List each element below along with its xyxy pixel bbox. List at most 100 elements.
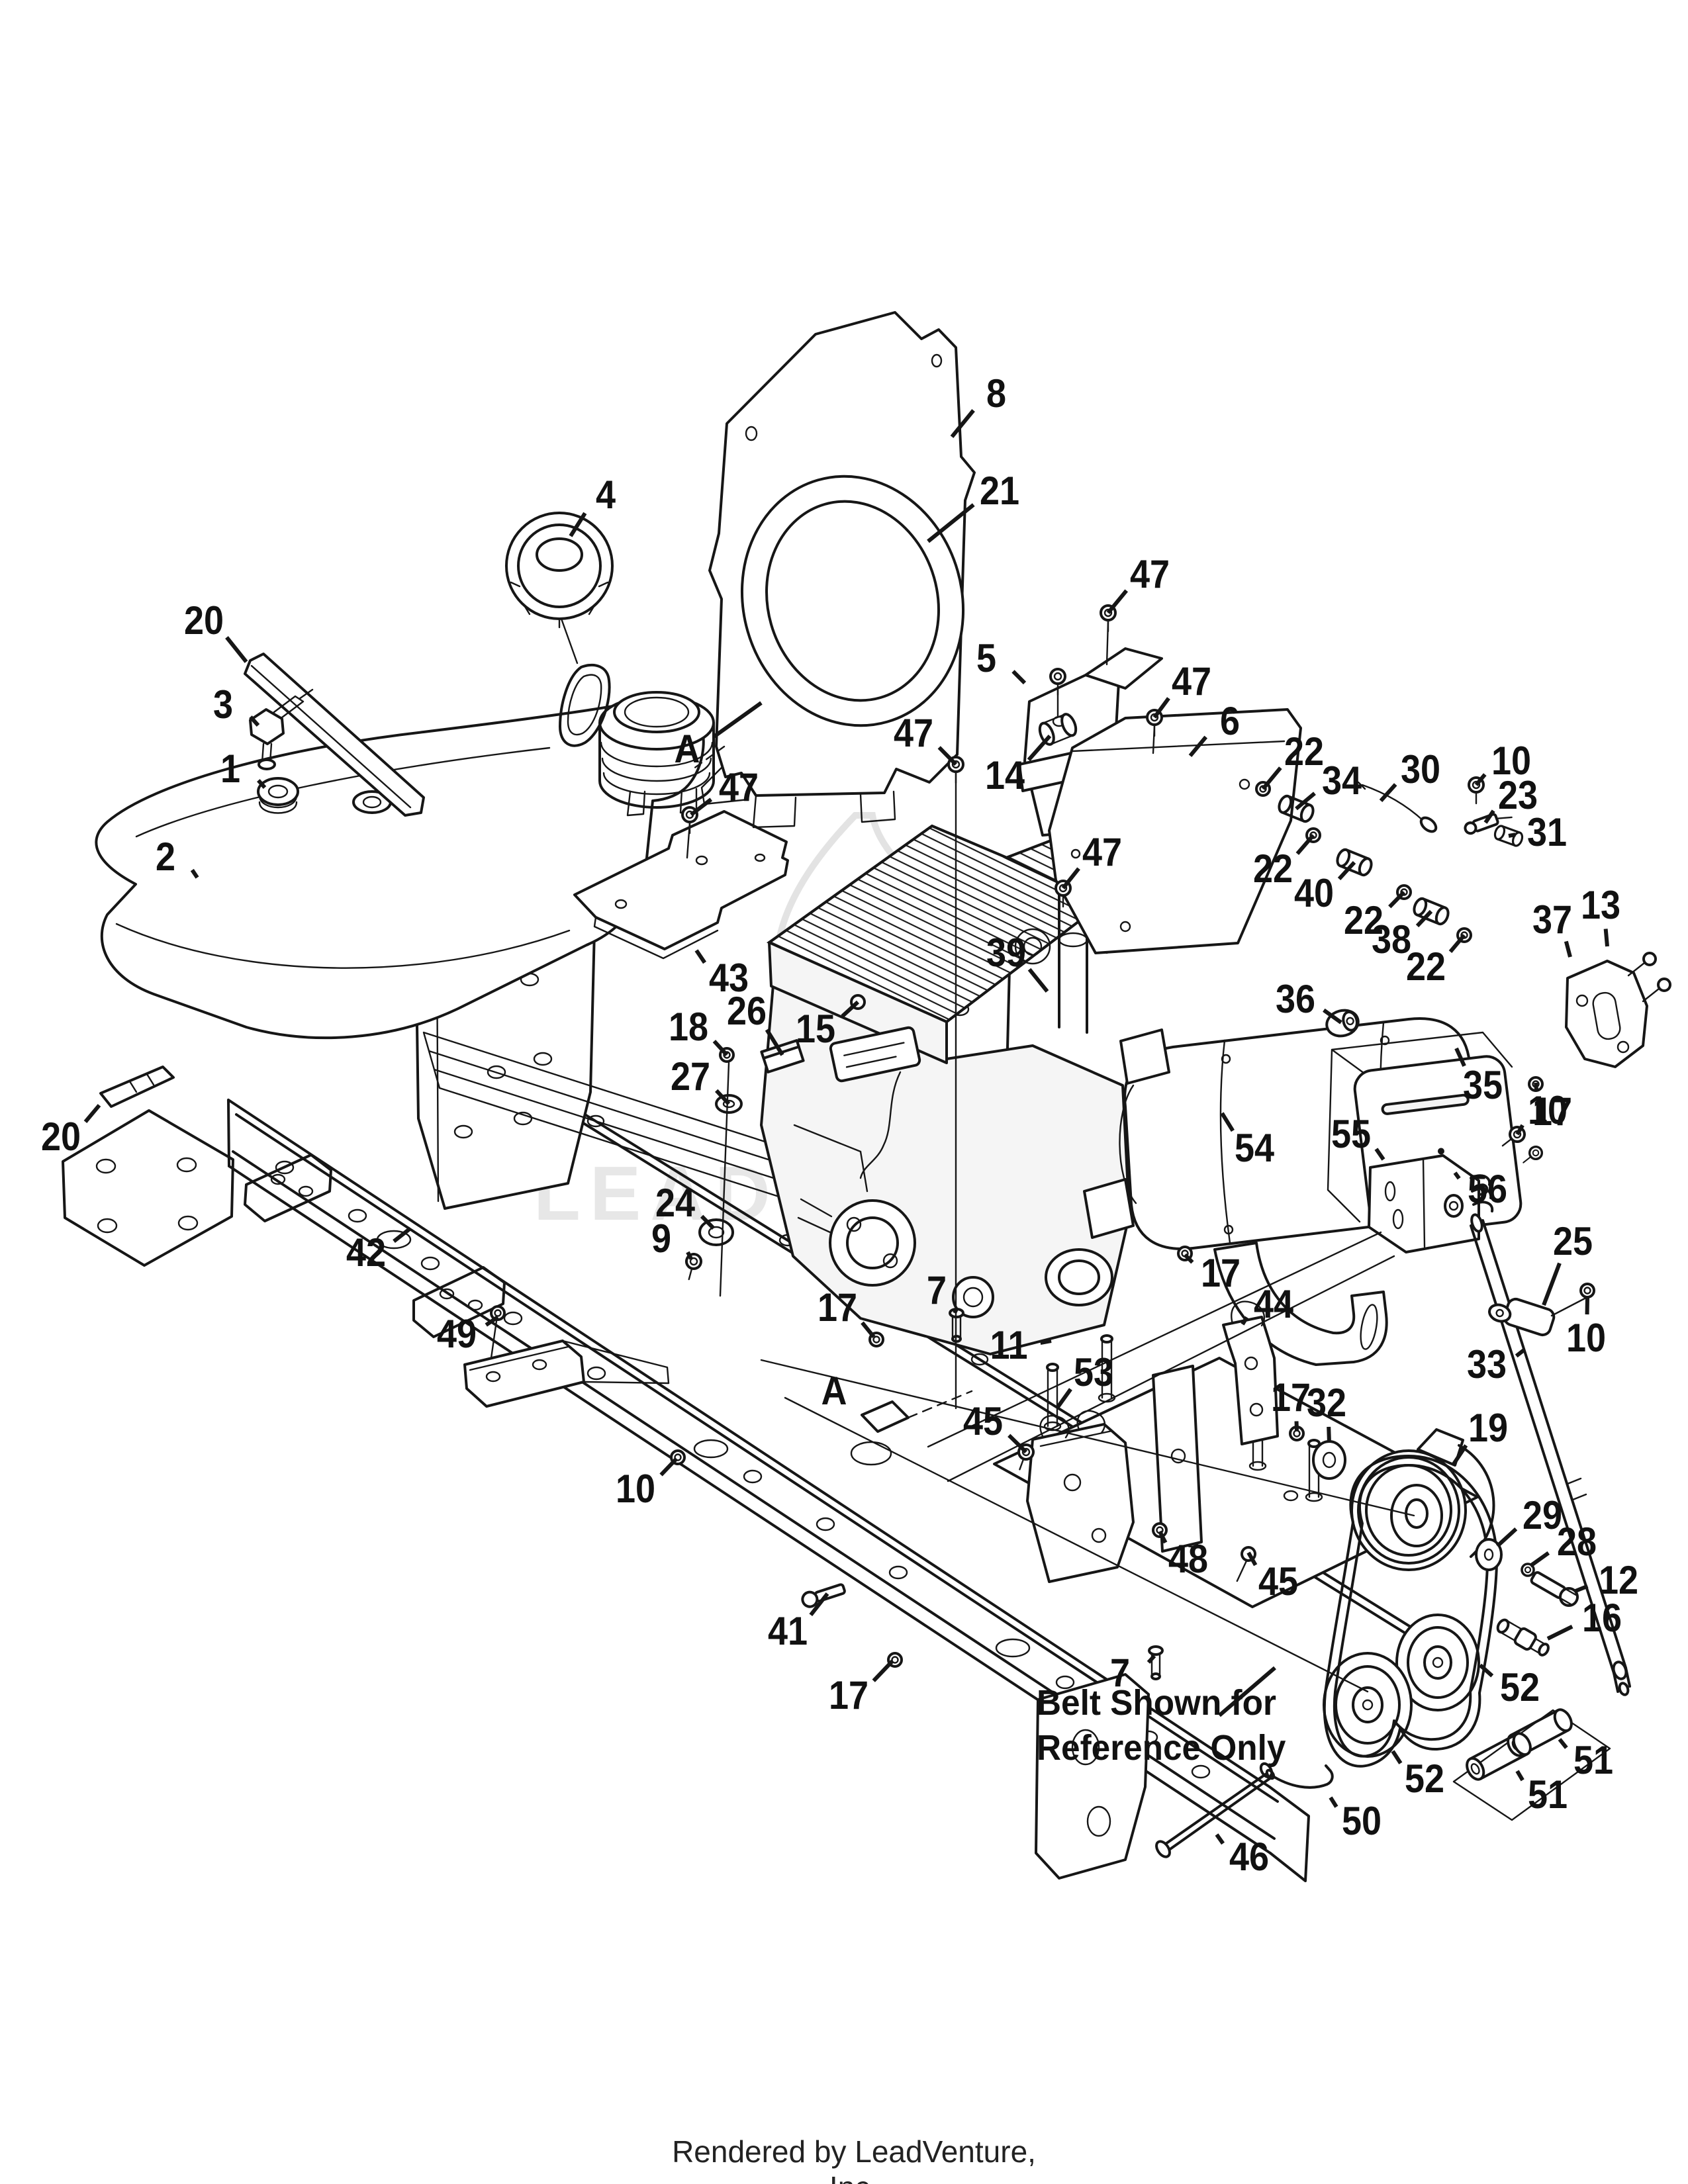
callout-39: 39 — [986, 931, 1027, 975]
callout-18: 18 — [668, 1005, 709, 1049]
part-fuel-valve-3 — [249, 688, 314, 770]
leader-42 — [393, 1226, 412, 1243]
leader-47 — [1106, 589, 1129, 614]
belt-reference-note: Belt Shown for Reference Only — [1037, 1681, 1286, 1770]
leader-21 — [927, 503, 975, 543]
leader-45 — [1246, 1551, 1258, 1567]
callout-20: 20 — [183, 598, 224, 643]
belt-note-line-1: Belt Shown for — [1037, 1683, 1276, 1723]
callout-28: 28 — [1556, 1520, 1597, 1564]
footer-credit: Rendered by LeadVenture, Inc. — [672, 2134, 1036, 2184]
part-bolt-12 — [1530, 1571, 1579, 1607]
leader-26 — [765, 1028, 784, 1056]
leader-46 — [1215, 1833, 1225, 1845]
callout-4: 4 — [595, 473, 616, 517]
callout-42: 42 — [346, 1230, 387, 1275]
leader-48 — [1158, 1530, 1168, 1544]
callout-35: 35 — [1462, 1063, 1503, 1107]
leader-38 — [1415, 909, 1433, 928]
leader-55 — [1374, 1148, 1385, 1161]
part-bolt-41 — [801, 1583, 846, 1608]
callout-10: 10 — [1491, 739, 1532, 783]
leader-47 — [1152, 697, 1170, 719]
callout-5: 5 — [976, 636, 997, 680]
leader-17 — [872, 1659, 894, 1682]
callout-21: 21 — [979, 469, 1020, 513]
part-strip-20-upper — [244, 653, 425, 817]
callout-7: 7 — [926, 1268, 947, 1312]
leader-39 — [1027, 968, 1049, 993]
leader-54 — [1220, 1112, 1235, 1132]
leader-35 — [1454, 1047, 1466, 1067]
leader-6 — [1188, 735, 1208, 757]
callout-11: 11 — [990, 1323, 1028, 1367]
part-plate-43 — [573, 810, 789, 960]
callout-51: 51 — [1527, 1772, 1568, 1817]
callout-24: 24 — [655, 1181, 696, 1225]
leader-31 — [1508, 833, 1516, 838]
callout-16: 16 — [1581, 1596, 1622, 1640]
callout-10: 10 — [1566, 1316, 1607, 1360]
callout-22: 22 — [1343, 898, 1384, 942]
leader-4 — [569, 512, 587, 537]
leader-A — [712, 701, 763, 739]
leader-49 — [485, 1315, 499, 1327]
callout-54: 54 — [1234, 1126, 1275, 1170]
callout-17: 17 — [1532, 1089, 1573, 1134]
callout-10: 10 — [615, 1467, 656, 1511]
callout-6: 6 — [1219, 699, 1241, 743]
callout-20: 20 — [40, 1115, 81, 1159]
callout-15: 15 — [795, 1007, 836, 1051]
leader-10 — [1474, 773, 1487, 786]
callout-47: 47 — [1129, 552, 1170, 596]
part-fuel-tank-2 — [95, 691, 715, 1040]
callout-55: 55 — [1331, 1112, 1372, 1156]
callout-12: 12 — [1598, 1558, 1639, 1602]
part-engine-cover-6 — [1048, 708, 1302, 954]
callout-34: 34 — [1321, 758, 1362, 803]
part-spacer-16 — [1496, 1618, 1550, 1657]
leader-47 — [1061, 867, 1080, 889]
leader-47 — [690, 797, 713, 817]
leader-2 — [190, 868, 199, 879]
leader-22 — [1448, 934, 1466, 953]
leader-15 — [841, 1000, 860, 1018]
callout-47: 47 — [1082, 830, 1123, 874]
assembly-lines — [686, 619, 1415, 1693]
part-studs-7 — [1043, 1334, 1323, 1502]
callout-46: 46 — [1229, 1835, 1270, 1879]
callout-53: 53 — [1073, 1350, 1114, 1394]
callout-17: 17 — [1270, 1375, 1311, 1420]
leader-51 — [1558, 1738, 1568, 1749]
callout-9: 9 — [651, 1216, 672, 1261]
callout-50: 50 — [1341, 1799, 1382, 1843]
leader-37 — [1564, 940, 1572, 958]
callout-a: A — [674, 727, 700, 771]
callout-41: 41 — [767, 1609, 808, 1653]
belt-note-line-2: Reference Only — [1037, 1727, 1286, 1768]
callout-19: 19 — [1468, 1406, 1509, 1450]
leader-1 — [257, 779, 267, 789]
leader-53 — [1056, 1388, 1072, 1408]
callout-13: 13 — [1580, 883, 1621, 927]
part-spacer-14 — [1038, 668, 1078, 746]
callout-47: 47 — [1171, 659, 1212, 704]
part-bracket-53 — [1026, 1423, 1135, 1583]
leader-9 — [686, 1251, 693, 1260]
part-mount-plate-11 — [993, 1334, 1479, 1608]
callout-38: 38 — [1371, 917, 1412, 962]
part-bracket-55 — [1368, 1122, 1546, 1253]
callout-30: 30 — [1400, 747, 1441, 792]
callout-10: 10 — [1527, 1088, 1568, 1132]
leader-24 — [700, 1214, 716, 1230]
callout-2: 2 — [155, 835, 176, 879]
callout-26: 26 — [726, 989, 767, 1033]
part-fan-shroud-8 — [690, 311, 976, 829]
part-bracket-44 — [1222, 1316, 1279, 1445]
leader-43 — [694, 949, 707, 964]
leader-10 — [659, 1457, 679, 1477]
leader-17 — [861, 1321, 876, 1338]
callout-45: 45 — [962, 1399, 1004, 1443]
leader-45 — [1008, 1433, 1028, 1454]
callout-25: 25 — [1552, 1219, 1593, 1263]
